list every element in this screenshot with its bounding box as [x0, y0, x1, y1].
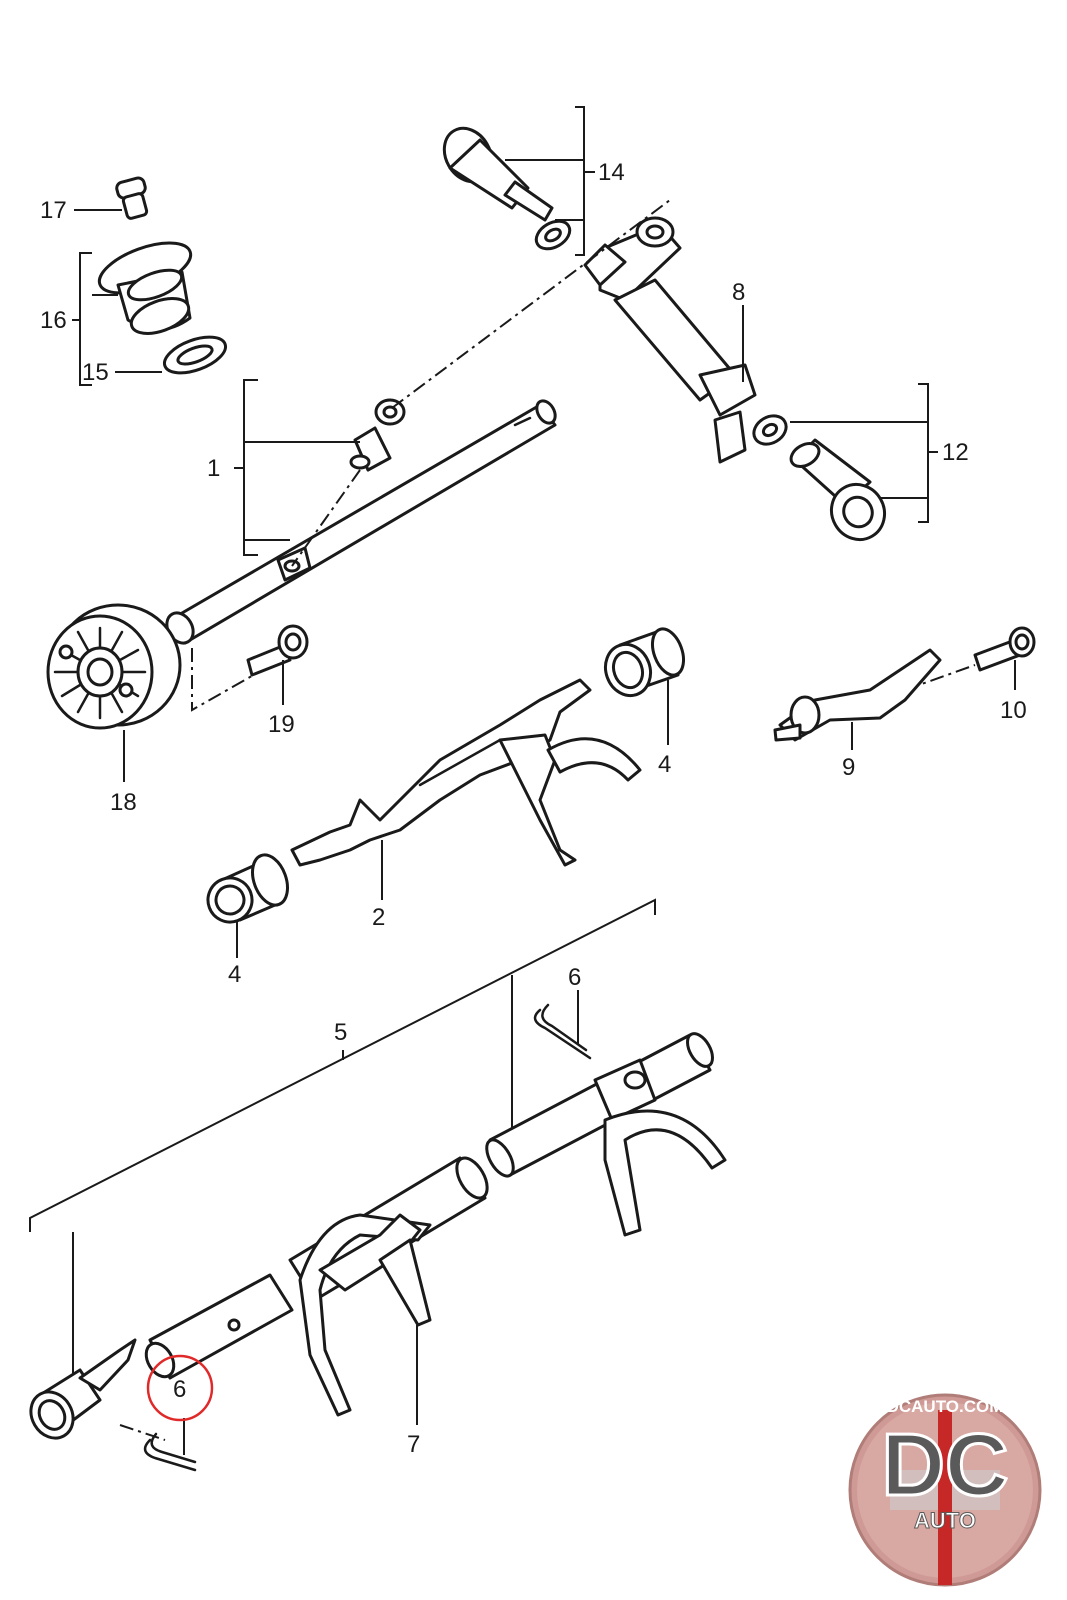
callout-15: 15 [82, 359, 109, 386]
callout-4-lower: 4 [228, 961, 241, 988]
part-5-lower-shaft [144, 1032, 714, 1380]
callout-10: 10 [1000, 697, 1027, 724]
dcauto-logo: DCAUTO.COM DC AUTO [848, 1393, 1042, 1587]
part-19-bolt [246, 624, 309, 677]
part-6-upper-clip [533, 1003, 592, 1060]
part-18-selector-ring [46, 603, 182, 730]
part-4-upper-bushing [603, 627, 686, 698]
callout-12: 12 [942, 439, 969, 466]
callout-19: 19 [268, 711, 295, 738]
callout-17: 17 [40, 197, 67, 224]
callout-18: 18 [110, 789, 137, 816]
callout-7: 7 [407, 1431, 420, 1458]
callout-4-upper: 4 [658, 751, 671, 778]
logo-initials: DC [881, 1415, 1008, 1514]
part-14-pin-assembly [442, 126, 572, 251]
callout-16: 16 [40, 307, 67, 334]
callout-2: 2 [372, 904, 385, 931]
part-2-shift-fork [290, 678, 642, 867]
highlight-circle [146, 1354, 214, 1422]
part-1-shift-rod [165, 398, 557, 645]
callout-9: 9 [842, 754, 855, 781]
part-8-selector-shaft [583, 216, 757, 464]
part-17-screw [115, 176, 149, 220]
part-7-shift-fork [298, 1213, 432, 1417]
part-10-bolt [973, 626, 1036, 672]
callout-5: 5 [334, 1019, 347, 1046]
callout-8: 8 [732, 279, 745, 306]
part-16-flanged-bushing [97, 241, 193, 335]
part-9-lever [773, 648, 942, 742]
part-15-washer [162, 335, 228, 375]
part-12-pin-assembly [752, 414, 887, 542]
part-5-upper-fork [593, 1058, 727, 1237]
logo-site-text: DCAUTO.COM [887, 1397, 1004, 1416]
part-6-lower-clip [143, 1432, 197, 1472]
part-5-end-sleeve [29, 1338, 137, 1440]
part-4-lower-bushing [206, 853, 289, 924]
callout-14: 14 [598, 159, 625, 186]
logo-word: AUTO [914, 1508, 976, 1533]
callout-1: 1 [207, 455, 220, 482]
callout-6-lower: 6 [173, 1376, 186, 1403]
callout-6-upper: 6 [568, 964, 581, 991]
